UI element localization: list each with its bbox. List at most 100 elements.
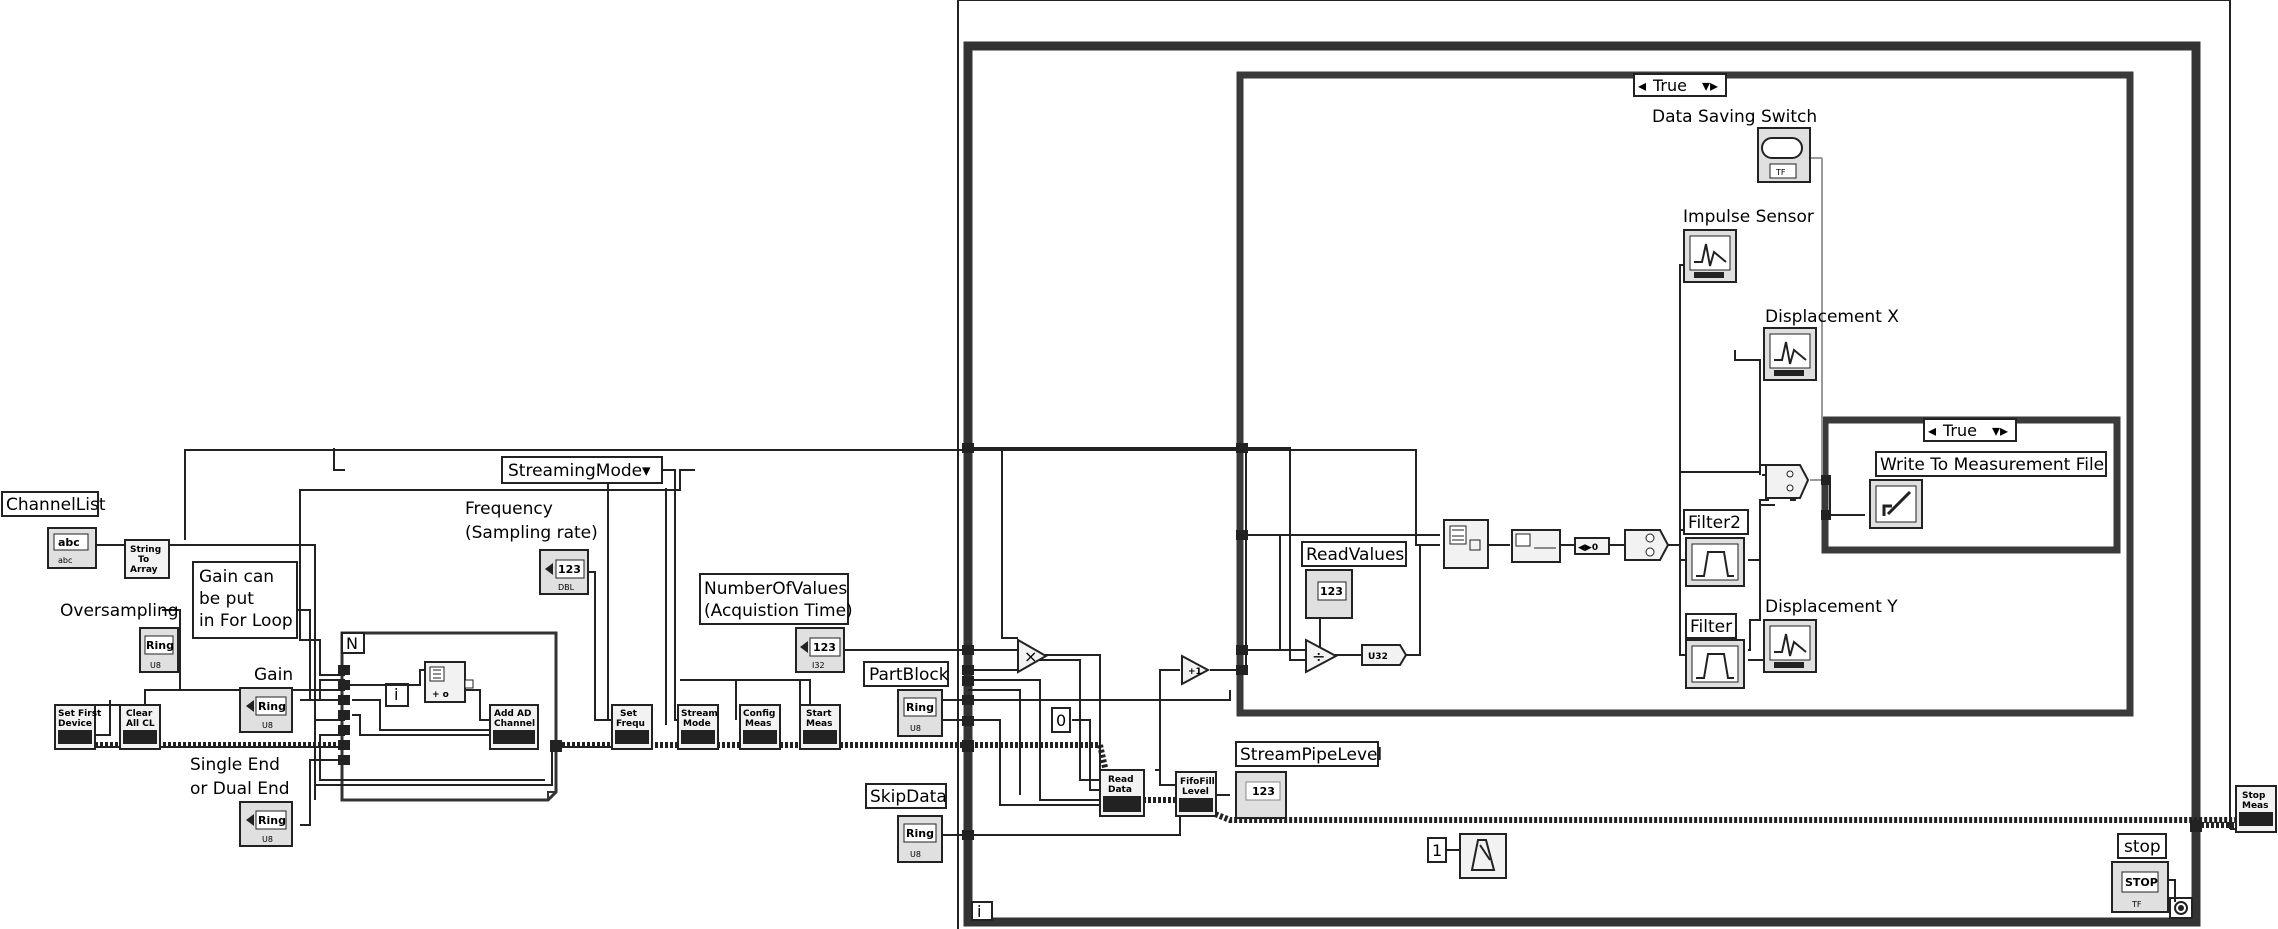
set-first-device-node[interactable]: Set First Device	[54, 704, 102, 750]
while-loop[interactable]	[963, 41, 2201, 927]
svg-text:0: 0	[1056, 711, 1066, 730]
skip-data-control[interactable]: Ring U8	[897, 815, 943, 863]
part-block-control[interactable]: Ring U8	[897, 689, 943, 737]
svg-text:Meas: Meas	[745, 719, 772, 729]
single-end-label-2: or Dual End	[190, 779, 290, 799]
waveform-graph-icon	[1694, 243, 1727, 267]
while-loop-tunnels	[338, 443, 2202, 840]
write-file-label: Write To Measurement File	[1875, 451, 2107, 477]
build-array-node[interactable]: + o	[424, 661, 474, 703]
svg-text:Ring: Ring	[258, 700, 286, 713]
string-to-array-node[interactable]: String To Array	[124, 539, 170, 579]
while-loop-iteration-terminal	[971, 901, 993, 921]
string-control-icon: abc	[58, 536, 80, 549]
displacement-y-graph	[1763, 619, 1817, 673]
svg-text:Write To Measurement File: Write To Measurement File	[1880, 455, 2104, 475]
svg-text:Read: Read	[1108, 775, 1134, 785]
svg-text:DBL: DBL	[558, 583, 575, 592]
oversampling-control[interactable]: Ring U8	[139, 627, 179, 673]
wait-node[interactable]: 1	[1427, 833, 1507, 879]
svg-text:123: 123	[813, 641, 836, 654]
part-block-label: PartBlock	[863, 661, 949, 687]
frequency-label-2: (Sampling rate)	[465, 523, 598, 543]
svg-text:FifoFill: FifoFill	[1180, 777, 1215, 787]
config-meas-node[interactable]: Config Meas	[739, 704, 781, 750]
add-ad-channel-node[interactable]: Add AD Channel	[489, 704, 539, 750]
single-end-control[interactable]: Ring U8	[239, 801, 293, 847]
merge-signals-node[interactable]	[1765, 464, 1810, 499]
multiply-node[interactable]: ×	[1017, 638, 1049, 674]
gain-note: Gain can be put in For Loop	[192, 561, 298, 639]
stream-mode-node[interactable]: Stream Mode	[677, 704, 719, 750]
start-meas-node[interactable]: Start Meas	[799, 704, 841, 750]
stream-pipe-level-indicator: 123	[1235, 771, 1287, 819]
case-dropdown-icon[interactable]: ▾▸	[1702, 76, 1718, 95]
for-loop[interactable]	[340, 631, 558, 802]
svg-text:StreamPipeLevel: StreamPipeLevel	[1240, 745, 1382, 765]
svg-text:stop: stop	[2124, 837, 2161, 857]
svg-text:Clear: Clear	[126, 709, 153, 719]
inner-case-selector[interactable]	[1923, 418, 2017, 442]
svg-text:Ring: Ring	[258, 814, 286, 827]
svg-text:123: 123	[1252, 785, 1275, 798]
increment-node[interactable]: +1	[1181, 654, 1211, 686]
filter-vi[interactable]	[1685, 639, 1745, 689]
channel-list-control[interactable]: ChannelList abc abc	[1, 491, 106, 569]
svg-text:U8: U8	[150, 661, 161, 670]
clear-all-cl-node[interactable]: Clear All CL	[119, 704, 161, 750]
u32-convert-node[interactable]: U32	[1361, 644, 1408, 666]
svg-text:TF: TF	[2131, 900, 2142, 909]
svg-text:Set First: Set First	[58, 709, 102, 719]
inner-case-dropdown-icon[interactable]: ▾▸	[1992, 421, 2008, 440]
svg-text:Data: Data	[1108, 785, 1132, 795]
frequency-control[interactable]: 123 DBL	[539, 549, 589, 595]
select-node[interactable]	[1624, 529, 1670, 561]
read-data-node[interactable]: Read Data	[1099, 769, 1145, 817]
svg-text:Filter: Filter	[1690, 617, 1732, 637]
number-of-values-control[interactable]: 123 I32	[795, 627, 845, 673]
svg-text:Level: Level	[1182, 787, 1209, 797]
stop-button[interactable]: STOP TF	[2111, 861, 2169, 913]
oversampling-label: Oversampling	[60, 601, 179, 621]
divide-node[interactable]: ÷	[1305, 638, 1339, 674]
svg-text:Config: Config	[743, 709, 775, 719]
svg-text:be put: be put	[199, 589, 254, 609]
impulse-sensor-label: Impulse Sensor	[1683, 207, 1814, 227]
gain-control[interactable]: Ring U8	[239, 687, 293, 733]
svg-text:ChannelList: ChannelList	[6, 495, 106, 515]
for-loop-count-terminal	[341, 632, 365, 654]
filter2-vi[interactable]	[1685, 537, 1745, 587]
inner-case-left-arrow-icon[interactable]: ◂	[1928, 421, 1936, 440]
case-left-arrow-icon[interactable]: ◂	[1638, 76, 1646, 95]
streaming-mode-control[interactable]: StreamingMode ▾	[501, 456, 663, 484]
svg-text:Stream: Stream	[681, 709, 718, 719]
filter2-label: Filter2	[1683, 509, 1749, 535]
svg-text:Meas: Meas	[2242, 801, 2269, 811]
ring-control-icon: Ring	[146, 639, 174, 652]
scale-node[interactable]: ◀▶0	[1574, 537, 1610, 555]
fifofill-level-node[interactable]: FifoFill Level	[1175, 771, 1217, 817]
displacement-y-label: Displacement Y	[1765, 597, 1898, 617]
case-selector[interactable]	[1633, 73, 1727, 97]
array-subset-node[interactable]	[1443, 519, 1489, 569]
svg-text:U32: U32	[1368, 652, 1388, 662]
decimate-node[interactable]	[1511, 529, 1561, 563]
streaming-mode-dropdown-icon: ▾	[642, 461, 651, 481]
stop-meas-node[interactable]: Stop Meas	[2235, 785, 2277, 833]
write-file-vi[interactable]	[1869, 479, 1923, 529]
svg-text:All CL: All CL	[126, 719, 155, 729]
svg-text:Array: Array	[130, 565, 158, 575]
svg-text:Add AD: Add AD	[494, 709, 531, 719]
wires	[59, 157, 2278, 902]
set-frequ-node[interactable]: Set Frequ	[611, 704, 653, 750]
build-array-icon	[1449, 525, 1467, 545]
impulse-sensor-graph	[1683, 229, 1737, 283]
data-saving-switch[interactable]: TF	[1757, 127, 1811, 183]
svg-text:StreamingMode: StreamingMode	[508, 461, 642, 481]
single-end-label-1: Single End	[190, 755, 280, 775]
svg-text:I32: I32	[812, 661, 825, 670]
zero-constant[interactable]: 0	[1051, 707, 1071, 733]
frequency-label-1: Frequency	[465, 499, 553, 519]
svg-text:+1: +1	[1188, 667, 1202, 677]
